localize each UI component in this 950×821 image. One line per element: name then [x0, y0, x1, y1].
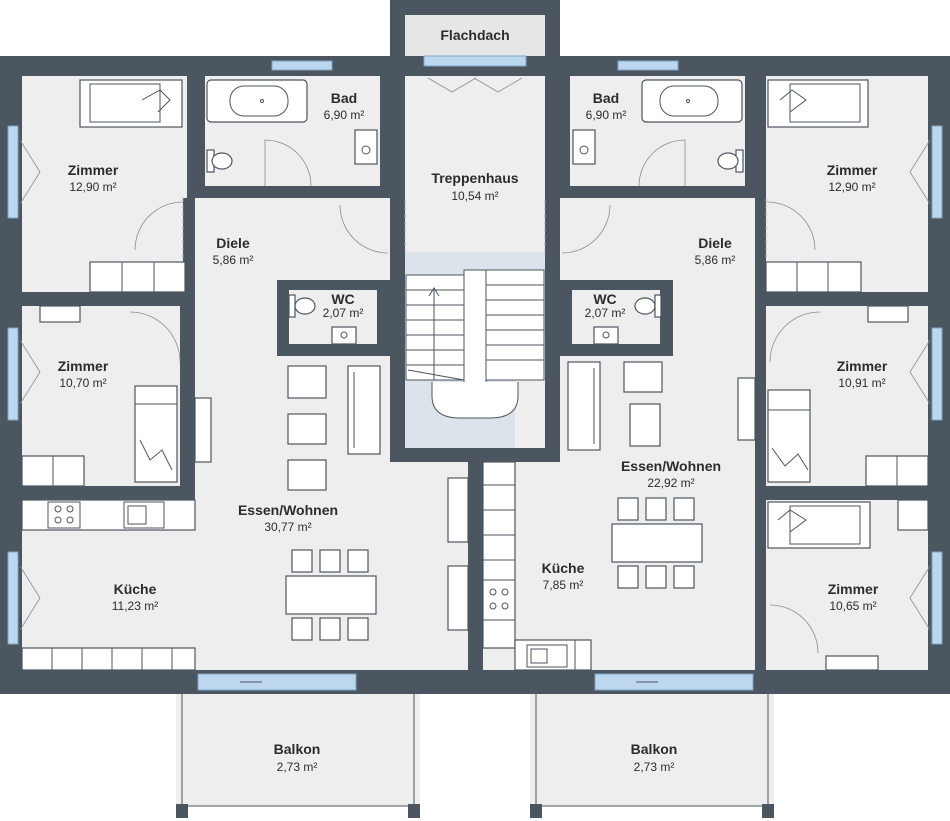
left-zimmer2-area: 10,70 m²	[59, 376, 106, 390]
right-kueche-area: 7,85 m²	[543, 578, 584, 592]
doors	[19, 77, 931, 654]
window	[271, 60, 333, 71]
balcony-railings	[176, 694, 774, 818]
right-balkon-floor	[530, 694, 774, 806]
left-zimmer1-area: 12,90 m²	[69, 180, 116, 194]
right-wc-area: 2,07 m²	[585, 306, 626, 320]
flachdach-floor	[405, 15, 545, 56]
treppenhaus-area: 10,54 m²	[451, 189, 498, 203]
right-zimmer3-name: Zimmer	[828, 581, 879, 597]
left-zimmer2-name: Zimmer	[58, 358, 109, 374]
furniture	[21, 79, 929, 671]
right-zimmer2-area: 10,91 m²	[838, 376, 885, 390]
left-balkon-name: Balkon	[274, 741, 321, 757]
window	[423, 55, 527, 67]
right-essen-name: Essen/Wohnen	[621, 458, 721, 474]
right-bad-name: Bad	[593, 90, 619, 106]
left-essen-area: 30,77 m²	[264, 520, 311, 534]
interior-walls	[22, 76, 928, 670]
window	[197, 673, 357, 691]
window	[931, 125, 943, 219]
left-diele-area: 5,86 m²	[213, 253, 254, 267]
window	[7, 125, 19, 219]
room-labels: Flachdach Treppenhaus 10,54 m² Zimmer 12…	[58, 27, 888, 774]
left-balkon-area: 2,73 m²	[277, 760, 318, 774]
window	[594, 673, 754, 691]
right-diele-name: Diele	[698, 235, 732, 251]
flachdach-name: Flachdach	[440, 27, 509, 43]
window	[7, 327, 19, 421]
right-zimmer2-name: Zimmer	[837, 358, 888, 374]
window	[931, 327, 943, 421]
right-balkon-area: 2,73 m²	[634, 760, 675, 774]
left-zimmer1-name: Zimmer	[68, 162, 119, 178]
window	[7, 551, 19, 645]
right-diele-area: 5,86 m²	[695, 253, 736, 267]
staircase	[405, 269, 545, 419]
left-essen-name: Essen/Wohnen	[238, 502, 338, 518]
right-zimmer1-name: Zimmer	[827, 162, 878, 178]
right-bad-area: 6,90 m²	[586, 108, 627, 122]
treppenhaus-name: Treppenhaus	[431, 170, 518, 186]
right-essen-area: 22,92 m²	[647, 476, 694, 490]
left-wc-name: WC	[331, 291, 354, 307]
left-bad-area: 6,90 m²	[324, 108, 365, 122]
right-zimmer1-area: 12,90 m²	[828, 180, 875, 194]
right-wc-name: WC	[593, 291, 616, 307]
window	[931, 551, 943, 645]
left-kueche-area: 11,23 m²	[112, 599, 158, 613]
window	[617, 60, 679, 71]
right-balkon-name: Balkon	[631, 741, 678, 757]
left-kueche-name: Küche	[114, 581, 157, 597]
treppenhaus-floor	[405, 76, 545, 252]
right-zimmer3-area: 10,65 m²	[829, 599, 876, 613]
left-wc-area: 2,07 m²	[323, 306, 364, 320]
windows	[7, 55, 943, 691]
left-diele-name: Diele	[216, 235, 250, 251]
right-kueche-name: Küche	[542, 560, 585, 576]
left-balkon-floor	[176, 694, 420, 806]
left-bad-name: Bad	[331, 90, 357, 106]
